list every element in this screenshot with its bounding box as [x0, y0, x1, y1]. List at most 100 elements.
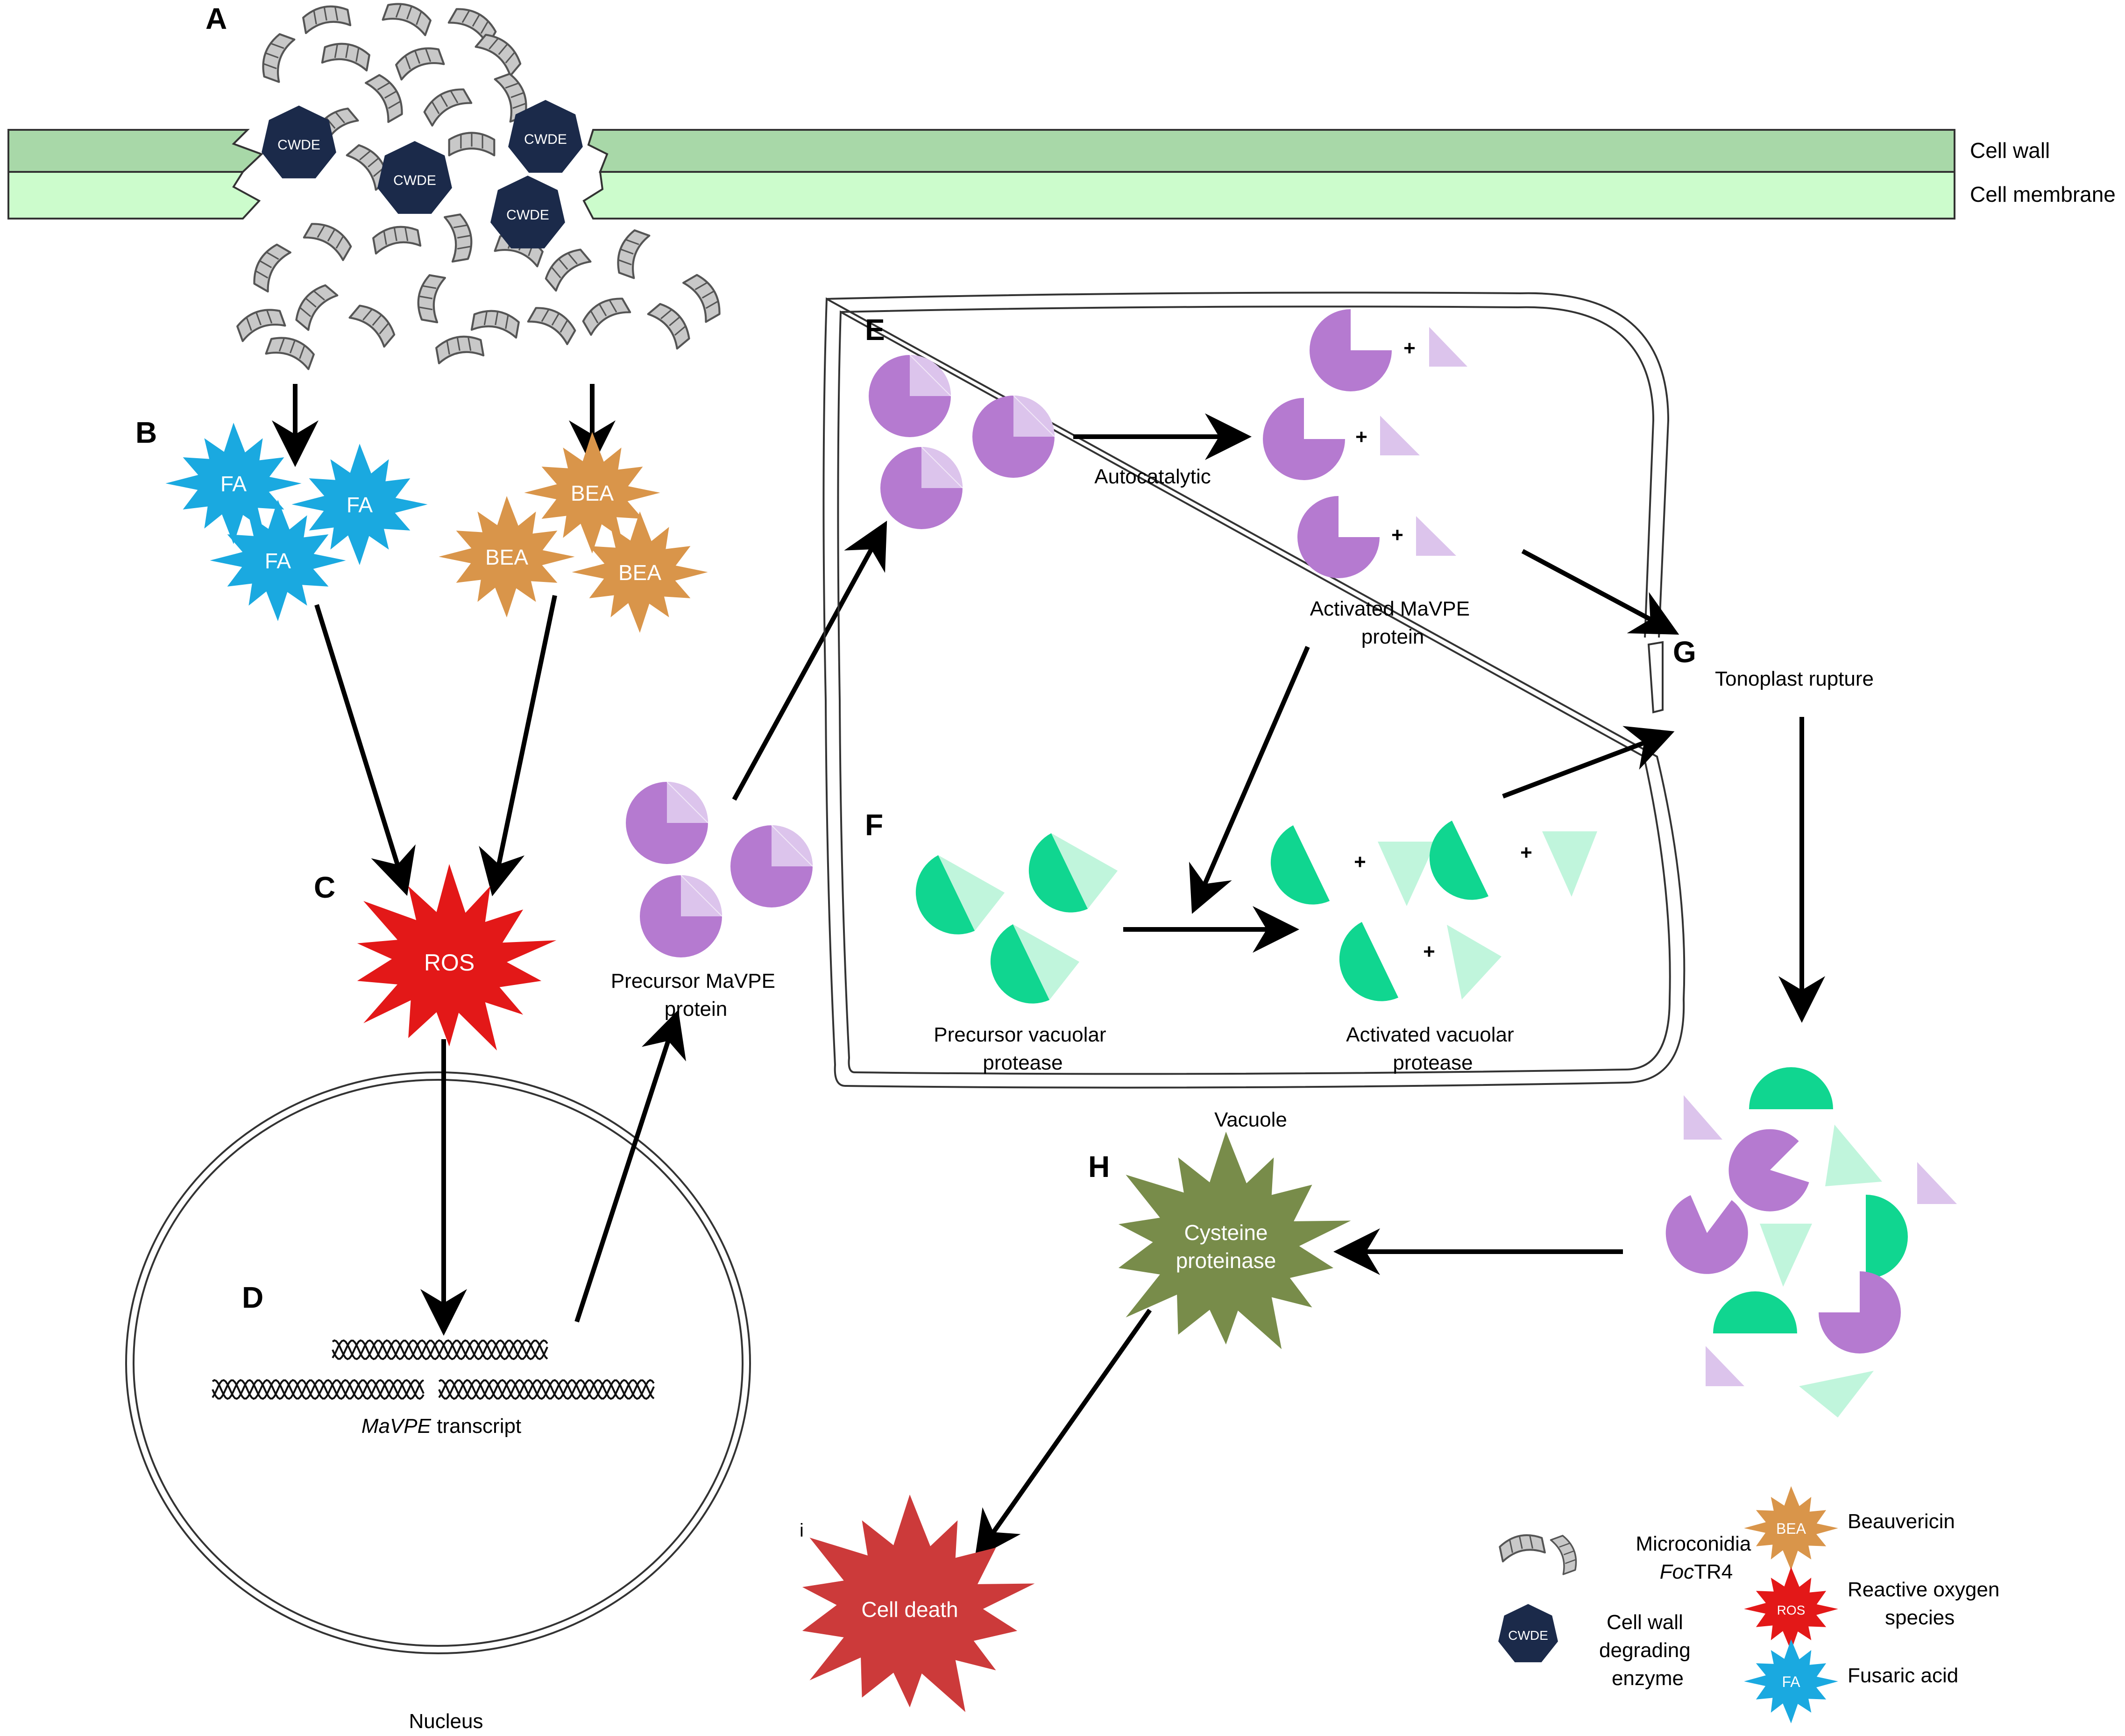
svg-text:CWDE: CWDE [506, 207, 549, 223]
panel-label-g: G [1673, 635, 1696, 669]
cell-membrane-right [582, 171, 1955, 220]
vp-prodomain-fragment [1542, 831, 1597, 897]
cell-wall-left [7, 129, 263, 173]
precursor-vacuolar-protease [990, 924, 1080, 1004]
bea-burst: BEA [439, 496, 575, 617]
plus-sign: + [1403, 337, 1416, 360]
svg-text:CWDE: CWDE [524, 132, 567, 147]
panel-label-h: H [1088, 1150, 1110, 1183]
arrow-activated-mavpe-to-vp [1189, 646, 1310, 914]
fa-burst: FA [165, 423, 302, 544]
legend-microconidia-label: Microconidia FocTR4 [1636, 1532, 1757, 1583]
microconidium [683, 271, 725, 322]
mavpe-transcript-strands [212, 1339, 655, 1400]
microconidium [383, 0, 433, 35]
legend-microconidia-icon [1497, 1531, 1581, 1575]
svg-text:proteinase: proteinase [1176, 1248, 1276, 1273]
cwde-enzyme: CWDE [508, 100, 583, 173]
microconidium [435, 333, 484, 363]
svg-text:FA: FA [265, 549, 291, 573]
precursor-mavpe-protein [972, 395, 1055, 478]
svg-text:FA: FA [1782, 1673, 1800, 1690]
vp-prodomain-fragment [1447, 925, 1502, 999]
vp-prodomain-fragment [1378, 842, 1436, 906]
activated-mavpe-label: Activated MaVPE protein [1310, 597, 1476, 648]
plus-sign: + [1423, 940, 1435, 963]
svg-text:FA: FA [347, 493, 373, 517]
microconidium [648, 299, 694, 348]
arrow-transcript-to-precursor [574, 1009, 686, 1323]
arrow-bea-to-ros [479, 595, 557, 897]
legend-bea-label: Beauvericin [1848, 1510, 1955, 1533]
svg-text:BEA: BEA [1776, 1520, 1806, 1537]
svg-text:ROS: ROS [424, 949, 475, 976]
mavpe-prodomain-fragment [1429, 327, 1467, 367]
svg-text:BEA: BEA [571, 481, 614, 505]
cwde-group: CWDE CWDE CWDE CWDE [262, 100, 583, 248]
activated-mavpe-protein [1310, 309, 1392, 391]
microconidium [372, 224, 421, 254]
activated-vacuolar-protease [1429, 821, 1489, 900]
svg-text:CWDE: CWDE [277, 137, 320, 153]
ros-burst: ROS [357, 864, 557, 1051]
arrow-fa-to-ros [314, 604, 416, 896]
panel-label-b: B [135, 416, 157, 449]
legend-bea-icon: BEA [1744, 1486, 1838, 1570]
fa-burst: FA [291, 444, 428, 565]
cell-death-burst: Cell death [802, 1495, 1035, 1712]
cysteine-proteinase-burst: Cysteine proteinase [1118, 1132, 1351, 1349]
plus-sign: + [1391, 524, 1403, 546]
legend-fa-label: Fusaric acid [1848, 1664, 1958, 1687]
vacuole-label: Vacuole [1214, 1108, 1287, 1131]
microconidium [248, 241, 290, 291]
cwde-enzyme: CWDE [490, 176, 565, 248]
panel-label-c: C [314, 871, 335, 904]
nucleus-label: Nucleus [409, 1710, 483, 1733]
legend-fa-icon: FA [1744, 1639, 1838, 1723]
precursor-mavpe-label: Precursor MaVPE protein [611, 970, 781, 1020]
microconidium [613, 228, 649, 278]
activated-mavpe-protein [1297, 496, 1380, 578]
legend: Microconidia FocTR4 CWDE Cell wall degra… [1497, 1486, 1999, 1723]
microconidium [258, 32, 294, 82]
microconidium [449, 133, 495, 155]
released-proteins-cluster [1665, 1067, 1957, 1417]
microconidium [528, 302, 579, 344]
cwde-enzyme: CWDE [262, 106, 336, 178]
panel-label-f: F [865, 808, 883, 842]
microconidium [472, 308, 520, 338]
legend-ros-icon: ROS [1744, 1567, 1838, 1651]
tonoplast-rupture-label: Tonoplast rupture [1715, 667, 1874, 690]
precursor-vacuolar-protease [1028, 833, 1118, 913]
microconidium [322, 41, 371, 71]
microconidium [580, 293, 630, 335]
tonoplast-rupture-gap [1647, 641, 1664, 714]
microconidium [541, 244, 590, 291]
legend-cwde-label: Cell wall degrading enzyme [1599, 1611, 1696, 1690]
arrow-precursor-to-vacuole [732, 520, 887, 801]
microconidium [266, 333, 316, 369]
precursor-mavpe-protein [869, 354, 951, 437]
mavpe-prodomain-fragment [1416, 516, 1456, 556]
transcript-label: MaVPE transcript [361, 1415, 521, 1438]
activated-vp-label: Activated vacuolar protease [1346, 1023, 1520, 1074]
arrow-activated-vp-to-tonoplast [1502, 726, 1675, 799]
microconidium [302, 3, 351, 33]
plus-sign: + [1520, 841, 1532, 864]
precursor-vacuolar-protease [915, 855, 1005, 935]
precursor-vp-label: Precursor vacuolar protease [934, 1023, 1112, 1074]
microconidium [304, 218, 354, 260]
precursor-mavpe-protein [880, 446, 963, 529]
legend-cwde-icon: CWDE [1498, 1604, 1558, 1663]
activated-mavpe-protein [1263, 398, 1345, 480]
nucleus [125, 1071, 751, 1654]
microconidium [350, 300, 399, 347]
membrane-group: Cell wall Cell membrane [7, 129, 2116, 220]
cell-membrane-left [7, 171, 261, 220]
cwde-enzyme: CWDE [377, 141, 452, 214]
svg-text:Cell death: Cell death [861, 1597, 958, 1622]
panel-label-i: i [800, 1520, 804, 1541]
arrow-cysteine-to-death [974, 1309, 1152, 1559]
microconidium [445, 213, 475, 262]
